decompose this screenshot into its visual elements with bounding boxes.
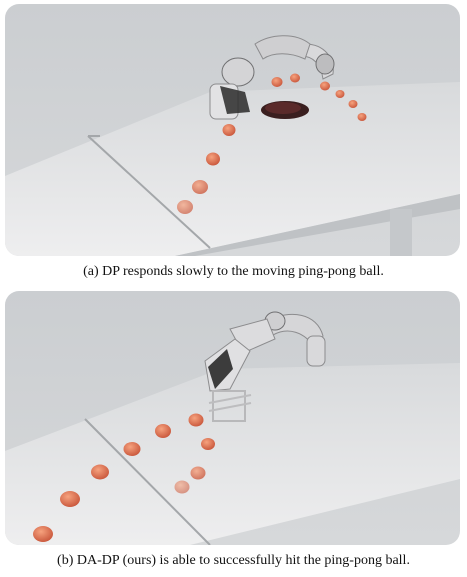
table-leg [390,209,412,256]
ping-pong-table [5,363,460,545]
caption-da-dp: (b) DA-DP (ours) is able to successfully… [57,553,410,568]
robot-arm [204,311,326,422]
robot-arm [209,35,335,120]
table-net [84,418,211,545]
caption-dp: (a) DP responds slowly to the moving pin… [83,264,384,279]
ball-trajectory [177,73,367,214]
simulation-image-dp [5,4,460,256]
ball-trajectory [33,413,215,542]
simulation-image-da-dp [5,291,460,545]
table-net [87,135,211,249]
table-edge [5,194,460,256]
ping-pong-table [5,82,460,256]
